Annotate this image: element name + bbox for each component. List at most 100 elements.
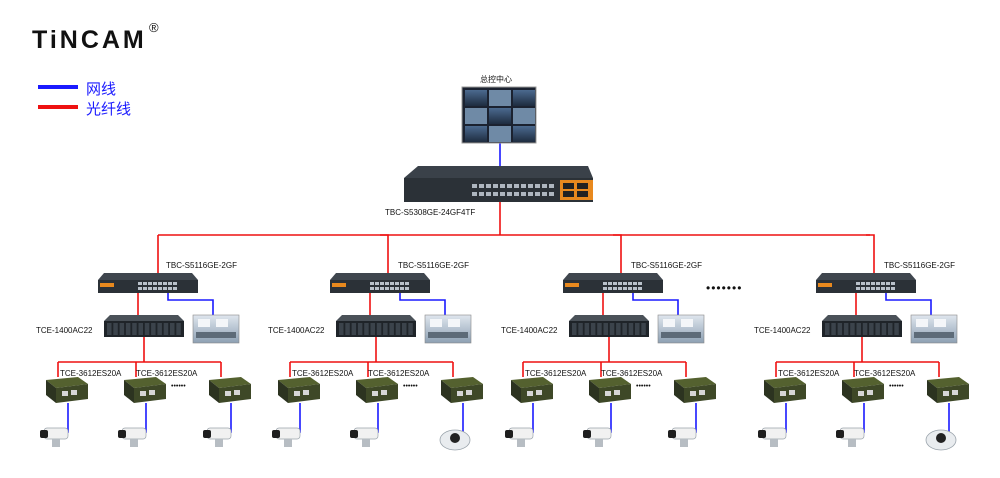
bullet-camera-lens	[203, 430, 211, 438]
workstation-desk	[196, 332, 236, 338]
converter-top	[46, 377, 88, 388]
access-switch-port	[143, 287, 147, 290]
core-switch-port	[472, 192, 477, 196]
core-switch-port	[549, 184, 554, 188]
access-switch-port	[138, 287, 142, 290]
chassis-slot	[119, 323, 125, 335]
media-converter	[278, 377, 320, 403]
access-switch-port	[613, 282, 617, 285]
video-wall-tile	[489, 108, 511, 124]
converter-label-right: TCE-3612ES20A	[854, 369, 916, 378]
fiber-bus-to-switch	[380, 234, 389, 273]
converter-top	[927, 377, 969, 388]
access-switch-port	[886, 282, 890, 285]
chassis-slot	[843, 323, 849, 335]
access-switch-port	[603, 282, 607, 285]
chassis-slot	[345, 323, 350, 335]
cable-switch-to-workstation	[885, 293, 932, 315]
access-switch-port	[405, 282, 409, 285]
converter-top	[278, 377, 320, 388]
converter-label-right: TCE-3612ES20A	[601, 369, 663, 378]
core-switch-port	[528, 184, 533, 188]
core-switch-uplink-port	[563, 191, 574, 197]
bullet-camera-icon	[118, 427, 147, 447]
access-switch-port	[633, 287, 637, 290]
converter-top	[511, 377, 553, 388]
access-switch-top	[816, 273, 916, 280]
core-switch-top	[404, 166, 593, 178]
converter-port	[71, 390, 77, 395]
chassis-slot	[894, 323, 899, 335]
converter-port	[62, 391, 68, 396]
access-switch-port	[628, 287, 632, 290]
converter-top	[209, 377, 251, 388]
workstation-monitor	[216, 319, 228, 327]
dome-camera-icon	[925, 429, 957, 451]
chassis-slot	[339, 323, 344, 335]
converter-port	[303, 390, 309, 395]
registered-mark: ®	[149, 20, 159, 35]
fiber-cable-swatch	[38, 105, 78, 109]
chassis-slot	[389, 323, 394, 335]
cable-switch-to-workstation	[399, 293, 446, 315]
access-switch-port	[856, 282, 860, 285]
access-switch-badge	[332, 283, 346, 287]
core-switch-port	[479, 184, 484, 188]
bullet-camera-mount	[130, 439, 138, 447]
converter-port	[690, 391, 696, 396]
chassis-slot	[138, 323, 143, 335]
control-center-label: 总控中心	[480, 74, 512, 84]
fiber-bus-to-switch	[613, 234, 622, 273]
media-converter	[209, 377, 251, 403]
device-layer	[40, 86, 969, 451]
access-switch-label: TBC-S5116GE-2GF	[398, 261, 469, 270]
media-converter	[764, 377, 806, 403]
access-switch-label: TBC-S5116GE-2GF	[631, 261, 702, 270]
converter-label-left: TCE-3612ES20A	[292, 369, 354, 378]
bullet-camera-icon	[583, 427, 612, 447]
converter-side	[674, 380, 684, 403]
chassis-slot	[603, 323, 608, 335]
converter-port	[614, 390, 620, 395]
bullet-camera-lens	[583, 430, 591, 438]
access-switch-port	[866, 282, 870, 285]
access-switch-port	[380, 287, 384, 290]
core-switch-port	[549, 192, 554, 196]
access-switch-port	[163, 282, 167, 285]
access-switch-port	[623, 282, 627, 285]
converter-port	[149, 390, 155, 395]
converter-port	[605, 391, 611, 396]
bullet-camera-mount	[595, 439, 603, 447]
core-switch-port	[493, 184, 498, 188]
bullet-camera-icon	[272, 427, 301, 447]
dome-camera-lens	[936, 433, 946, 443]
access-switch-port	[148, 287, 152, 290]
access-switch-badge	[818, 283, 832, 287]
bullet-camera-lens	[505, 430, 513, 438]
cable-converter-to-camera	[455, 403, 464, 433]
core-switch-port	[521, 192, 526, 196]
access-switch-port	[400, 287, 404, 290]
access-switch-port	[891, 287, 895, 290]
workstation-monitor	[916, 319, 928, 327]
fiber-bus-to-switch	[866, 234, 875, 273]
access-switch-port	[390, 287, 394, 290]
branch-3	[505, 273, 716, 447]
access-switch-port	[148, 282, 152, 285]
access-switch-port	[886, 287, 890, 290]
access-switch-port	[370, 282, 374, 285]
media-converter	[842, 377, 884, 403]
access-switch-port	[876, 282, 880, 285]
bullet-camera-mount	[52, 439, 60, 447]
branch-4	[758, 273, 969, 451]
core-switch-port	[500, 184, 505, 188]
chassis-top	[822, 315, 902, 321]
converter-port	[294, 391, 300, 396]
converter-top	[589, 377, 631, 388]
converter-port	[858, 391, 864, 396]
chassis-top	[104, 315, 184, 321]
converter-side	[511, 380, 521, 403]
converter-side	[842, 380, 852, 403]
video-wall-tile	[465, 126, 487, 142]
